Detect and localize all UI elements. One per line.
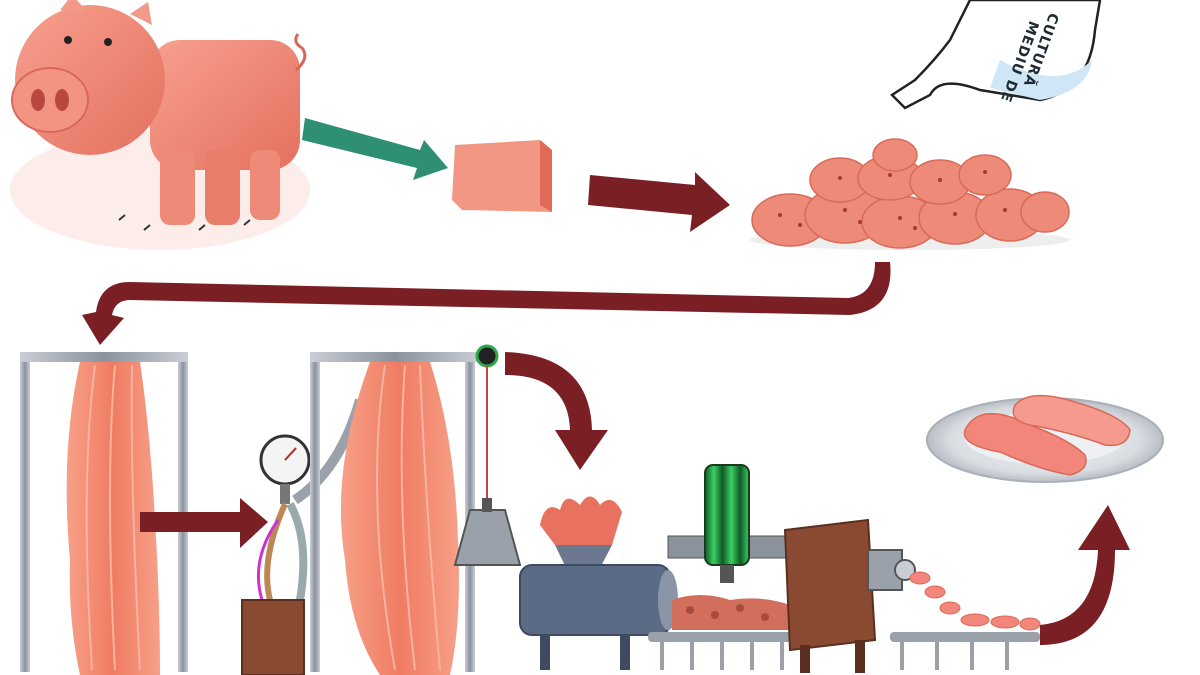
sausage-links-conveyor	[890, 571, 1041, 670]
tissue-sample-icon	[452, 140, 552, 212]
cell-cluster-icon	[750, 138, 1070, 250]
stimulated-muscle-icon	[340, 362, 459, 675]
arrow-cells-to-muscle	[82, 262, 891, 345]
meat-grinder-icon	[519, 496, 678, 670]
muscle-strip-icon	[66, 362, 160, 675]
sausage-plate-icon	[926, 394, 1164, 483]
roller-icon	[667, 464, 789, 583]
arrow-stimulation-to-grinder	[505, 352, 608, 470]
arrow-pig-to-sample	[302, 118, 448, 180]
culture-flask-icon: MEDIU DE CULTURĂ	[890, 0, 1102, 110]
pig-icon	[10, 0, 310, 250]
arrow-muscle-to-stimulation	[140, 498, 268, 548]
sausage-extruder-icon	[783, 518, 916, 673]
arrow-links-to-plate	[1040, 505, 1130, 645]
battery-box-icon	[241, 599, 305, 675]
ground-meat-conveyor	[648, 595, 798, 670]
weight-icon	[453, 498, 522, 566]
arrow-sample-to-cells	[588, 172, 730, 232]
